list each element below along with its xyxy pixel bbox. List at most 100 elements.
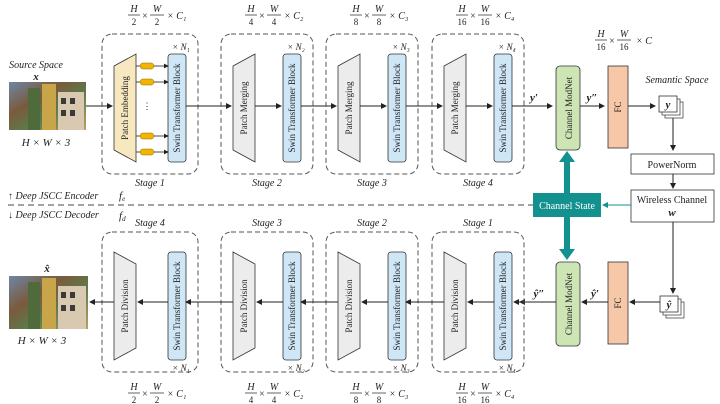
- svg-text:× C₁: × C₁: [167, 389, 186, 400]
- received-yhat-stack: ŷ: [659, 295, 685, 319]
- swin-transformer-block: Swin Transformer Block: [387, 53, 407, 163]
- svg-text:× C₃: × C₃: [389, 389, 409, 400]
- y-double-prime-label: y″: [585, 92, 598, 104]
- decoder-fc-label: FC: [613, 297, 623, 308]
- svg-text:Patch Merging: Patch Merging: [450, 81, 460, 135]
- svg-text:H: H: [129, 382, 138, 393]
- stage-name: Stage 2: [357, 218, 387, 229]
- svg-text:H: H: [457, 382, 466, 393]
- wireless-channel-label: Wireless Channel: [637, 195, 708, 206]
- svg-text:16: 16: [458, 395, 468, 404]
- svg-text:Swin Transformer Block: Swin Transformer Block: [287, 63, 297, 153]
- svg-text:× C₃: × C₃: [389, 11, 409, 22]
- svg-text:W: W: [153, 4, 163, 15]
- patch-merging-block: Patch Merging: [232, 53, 256, 163]
- svg-text:W: W: [270, 382, 280, 393]
- svg-text:H: H: [351, 382, 360, 393]
- stage-name: Stage 2: [252, 178, 282, 189]
- patch-division-block: Patch Division: [443, 251, 467, 361]
- y-prime-label: y′: [528, 92, 538, 104]
- svg-text:W: W: [481, 382, 491, 393]
- f-e-symbol: fe: [119, 190, 125, 203]
- svg-text:4: 4: [249, 395, 254, 404]
- w-symbol: w: [668, 207, 676, 219]
- svg-text:H: H: [596, 29, 605, 40]
- svg-text:2: 2: [155, 395, 160, 404]
- encoder-fc-label: FC: [613, 101, 623, 112]
- stage-dims: H4×W4× C₂: [245, 382, 304, 404]
- swin-transformer-block: Swin Transformer Block: [282, 251, 302, 361]
- f-d-symbol: fd: [119, 210, 126, 223]
- svg-text:Swin Transformer Block: Swin Transformer Block: [172, 261, 182, 351]
- svg-text:W: W: [153, 382, 163, 393]
- reconstruction-dims: H × W × 3: [17, 335, 67, 347]
- svg-text:×: ×: [470, 389, 476, 400]
- swin-transformer-block: Swin Transformer Block: [167, 53, 187, 163]
- decoder-modnet-label: Channel ModNet: [564, 272, 574, 335]
- patch-division-block: Patch Division: [113, 251, 137, 361]
- repeat-count: × N₄: [498, 363, 515, 373]
- repeat-count: × N₁: [172, 42, 189, 52]
- decoder-direction-label: ↓ Deep JSCC Decoder: [8, 210, 99, 221]
- encoder-fc: FC: [607, 65, 629, 149]
- svg-text:4: 4: [272, 17, 277, 27]
- y-hat-prime-label: ŷ′: [589, 288, 599, 300]
- repeat-count: × N₂: [287, 42, 304, 52]
- svg-text:× C₂: × C₂: [284, 389, 304, 400]
- token: [139, 148, 155, 156]
- svg-text:16: 16: [458, 17, 468, 27]
- stage-dashed-box: [220, 33, 314, 175]
- svg-text:×: ×: [364, 389, 370, 400]
- svg-text:Patch Embedding: Patch Embedding: [120, 76, 130, 140]
- svg-text:16: 16: [481, 395, 491, 404]
- source-symbol: x: [32, 71, 39, 83]
- decoder-channel-modnet: Channel ModNet: [555, 261, 581, 347]
- stage-name: Stage 4: [463, 178, 493, 189]
- svg-text:Patch Merging: Patch Merging: [344, 81, 354, 135]
- token: [139, 132, 155, 140]
- source-space-label: Source Space: [9, 60, 63, 71]
- source-dims: H × W × 3: [21, 137, 71, 149]
- svg-text:W: W: [375, 4, 385, 15]
- svg-text:Swin Transformer Block: Swin Transformer Block: [172, 63, 182, 153]
- svg-text:8: 8: [354, 395, 359, 404]
- patch-division-block: Patch Division: [232, 251, 256, 361]
- powernorm-block: PowerNorm: [630, 153, 715, 175]
- patch-embedding-block: Patch Embedding: [113, 53, 137, 163]
- patch-division-block: Patch Division: [337, 251, 361, 361]
- swin-transformer-block: Swin Transformer Block: [387, 251, 407, 361]
- svg-text:× C₄: × C₄: [495, 11, 515, 22]
- swin-transformer-block: Swin Transformer Block: [493, 53, 513, 163]
- y-symbol: y: [664, 99, 671, 111]
- svg-text:× C₂: × C₂: [284, 11, 304, 22]
- svg-text:Patch Division: Patch Division: [344, 279, 354, 333]
- powernorm-label: PowerNorm: [648, 160, 697, 171]
- svg-text:× C: × C: [636, 36, 652, 47]
- svg-text:×: ×: [609, 36, 615, 47]
- svg-text:W: W: [375, 382, 385, 393]
- svg-text:Patch Division: Patch Division: [239, 279, 249, 333]
- repeat-count: × N₁: [172, 363, 189, 373]
- y-hat-symbol: ŷ: [665, 299, 672, 311]
- swin-transformer-block: Swin Transformer Block: [493, 251, 513, 361]
- svg-text:Swin Transformer Block: Swin Transformer Block: [498, 261, 508, 351]
- svg-text:W: W: [270, 4, 280, 15]
- svg-text:4: 4: [272, 395, 277, 404]
- stage-name: Stage 1: [135, 178, 165, 189]
- svg-text:Patch Merging: Patch Merging: [239, 81, 249, 135]
- svg-text:H: H: [351, 4, 360, 15]
- reconstructed-image: [9, 276, 88, 329]
- y-hat-double-prime-label: ŷ″: [532, 288, 545, 300]
- svg-text:×: ×: [470, 11, 476, 22]
- svg-text:Swin Transformer Block: Swin Transformer Block: [392, 63, 402, 153]
- svg-text:H: H: [129, 4, 138, 15]
- reconstruction-symbol: x̂: [43, 263, 50, 275]
- svg-text:W: W: [481, 4, 491, 15]
- encoder-direction-label: ↑ Deep JSCC Encoder: [8, 191, 98, 202]
